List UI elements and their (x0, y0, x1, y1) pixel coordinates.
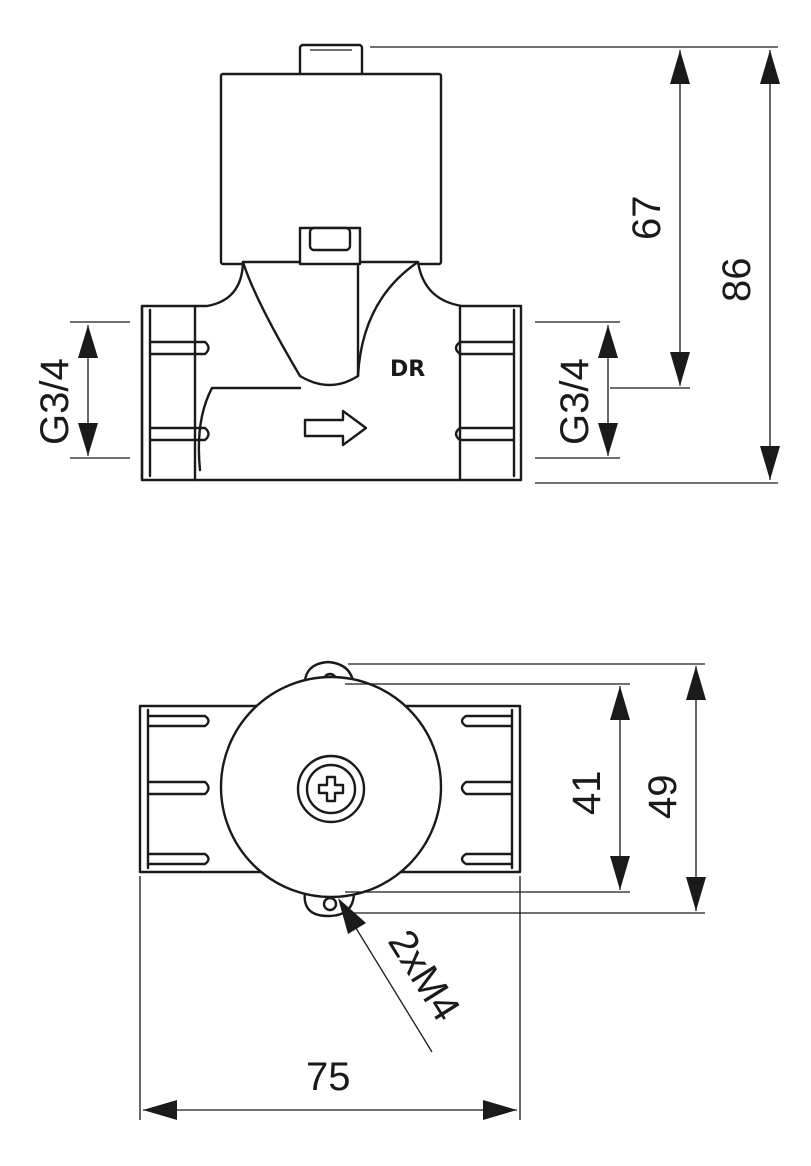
dimension-67: 67 (625, 196, 669, 241)
dimension-49: 49 (641, 775, 685, 820)
dimension-41: 41 (565, 771, 609, 816)
coil-top (219, 675, 443, 899)
top-view (138, 660, 522, 918)
front-view: DR (140, 43, 523, 482)
dimension-86: 86 (715, 258, 759, 303)
screw-label: 2xM4 (379, 922, 468, 1028)
dimension-75: 75 (306, 1055, 351, 1099)
phillips-screw-icon (317, 775, 345, 803)
front-dimensions: 67 86 G3/4 G3/4 (33, 46, 780, 484)
center-screw (296, 754, 366, 824)
thread-label-right: G3/4 (553, 358, 597, 445)
body-marking: DR (390, 357, 425, 382)
thread-label-left: G3/4 (33, 358, 77, 445)
flow-direction-arrow-icon (303, 409, 368, 447)
